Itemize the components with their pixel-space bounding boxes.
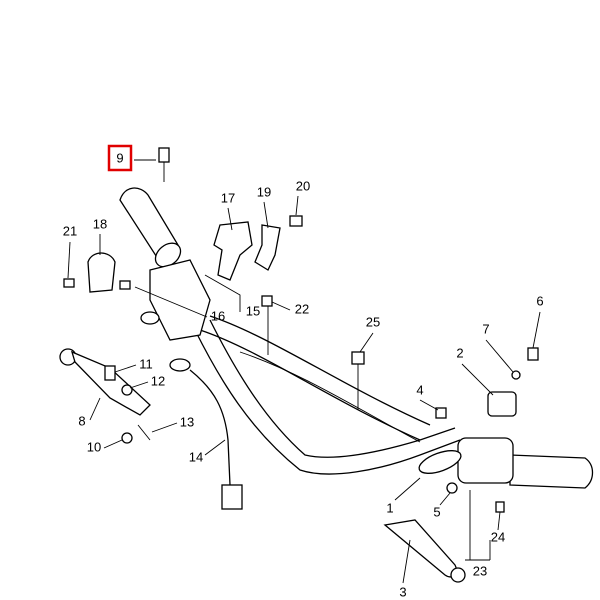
part-label-13[interactable]: 13 [180,414,194,429]
part-label-2[interactable]: 2 [456,345,463,360]
clamp-parts [63,147,539,513]
part-label-24[interactable]: 24 [491,529,505,544]
clutch-switch [169,358,243,510]
part-label-7[interactable]: 7 [482,321,489,336]
part-label-11[interactable]: 11 [139,356,153,371]
leader-lines [67,159,541,584]
part-label-15[interactable]: 15 [246,303,260,318]
part-label-23[interactable]: 23 [473,563,487,578]
part-labels: 9 17 19 20 21 18 22 15 16 25 6 7 2 4 11 … [63,150,544,599]
part-label-8[interactable]: 8 [78,413,85,428]
part-label-14[interactable]: 14 [189,449,203,464]
part-label-5[interactable]: 5 [433,504,440,519]
right-grip [383,391,594,583]
part-label-17[interactable]: 17 [221,190,235,205]
part-label-9[interactable]: 9 [116,150,123,165]
part-label-18[interactable]: 18 [93,216,107,231]
part-label-12[interactable]: 12 [151,373,165,388]
part-label-21[interactable]: 21 [63,223,77,238]
part-label-25[interactable]: 25 [366,314,380,329]
part-label-19[interactable]: 19 [257,184,271,199]
handlebar [194,315,461,475]
part-label-1[interactable]: 1 [386,500,393,515]
part-label-10[interactable]: 10 [87,439,101,454]
part-label-6[interactable]: 6 [536,293,543,308]
left-lever [59,348,151,444]
part-label-20[interactable]: 20 [296,178,310,193]
left-grip [119,187,211,341]
part-label-4[interactable]: 4 [416,382,423,397]
part-label-22[interactable]: 22 [295,301,309,316]
part-label-3[interactable]: 3 [399,584,406,599]
highlight-box [107,144,133,172]
part-label-16[interactable]: 16 [211,308,225,323]
